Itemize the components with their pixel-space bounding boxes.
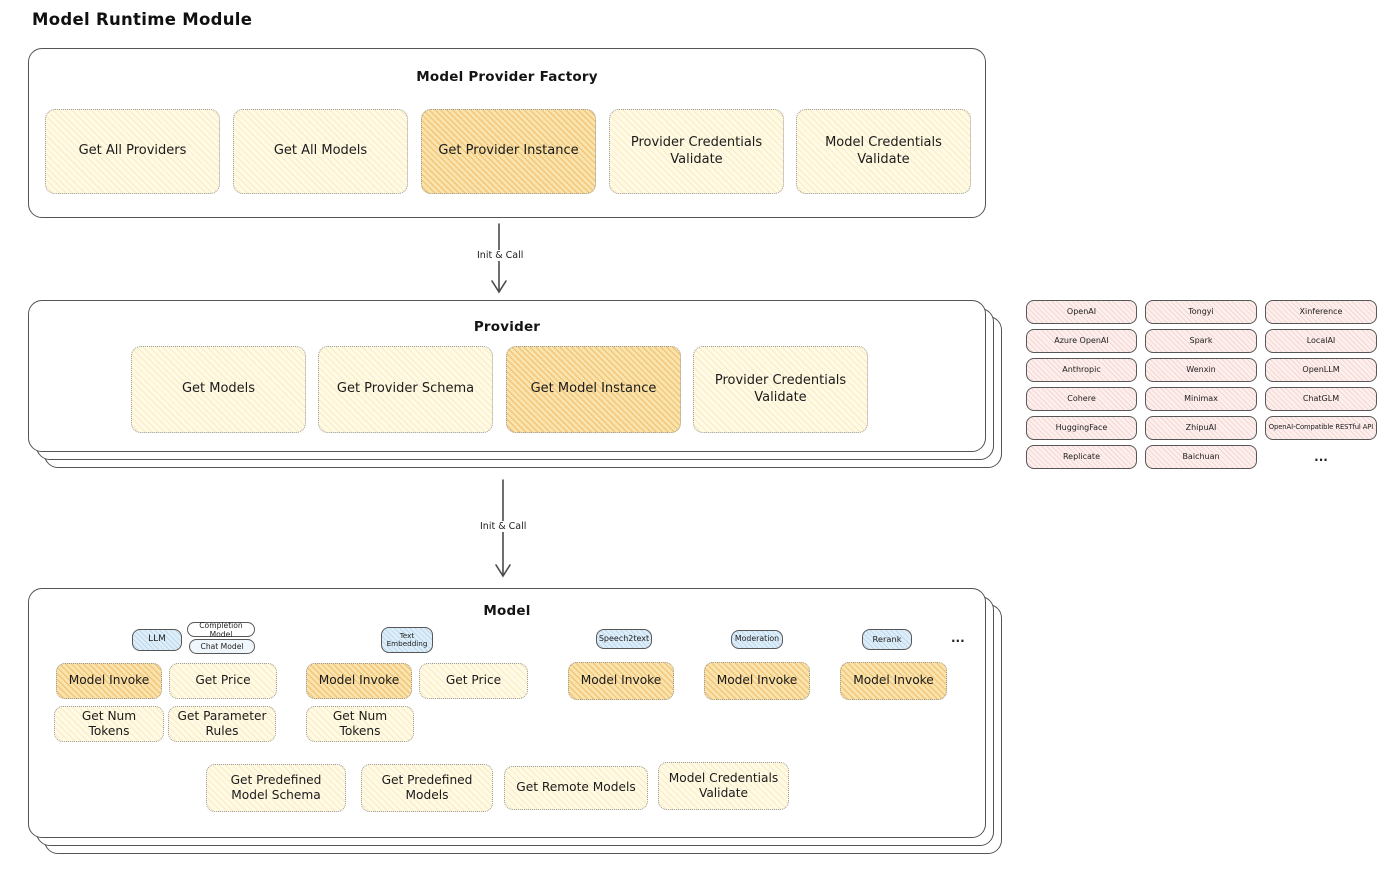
tab-more-ellipsis: ...	[951, 631, 965, 645]
vendor-more-ellipsis: ...	[1314, 450, 1328, 464]
tab-llm: LLM	[132, 629, 182, 651]
factory-provider-credentials-validate: Provider Credentials Validate	[609, 109, 784, 194]
speech2text-model-invoke: Model Invoke	[568, 662, 674, 700]
provider-vendor-grid: OpenAI Tongyi Xinference Azure OpenAI Sp…	[1026, 300, 1378, 469]
vendor-anthropic: Anthropic	[1026, 358, 1137, 382]
tab-llm-chat-model: Chat Model	[189, 639, 255, 654]
provider-get-provider-schema: Get Provider Schema	[318, 346, 493, 433]
vendor-spark: Spark	[1145, 329, 1257, 353]
vendor-azure-openai: Azure OpenAI	[1026, 329, 1137, 353]
rerank-model-invoke: Model Invoke	[840, 662, 947, 700]
tab-text-embedding: Text Embedding	[381, 627, 433, 653]
model-provider-factory-title: Model Provider Factory	[416, 69, 598, 85]
text-embedding-get-num-tokens: Get Num Tokens	[306, 706, 414, 742]
tab-speech2text: Speech2text	[596, 629, 652, 649]
llm-get-num-tokens: Get Num Tokens	[54, 706, 164, 742]
provider-panel: Provider Get Models Get Provider Schema …	[28, 300, 986, 452]
common-model-credentials-validate: Model Credentials Validate	[658, 762, 789, 810]
provider-get-model-instance: Get Model Instance	[506, 346, 681, 433]
vendor-baichuan: Baichuan	[1145, 445, 1257, 469]
model-panel: Model LLM Completion Model Chat Model Te…	[28, 588, 986, 838]
common-get-predefined-models: Get Predefined Models	[361, 764, 493, 812]
llm-get-parameter-rules: Get Parameter Rules	[168, 706, 276, 742]
tab-moderation: Moderation	[731, 630, 783, 649]
tab-rerank: Rerank	[862, 629, 912, 650]
vendor-openllm: OpenLLM	[1265, 358, 1377, 382]
vendor-huggingface: HuggingFace	[1026, 416, 1137, 440]
vendor-chatglm: ChatGLM	[1265, 387, 1377, 411]
text-embedding-get-price: Get Price	[419, 663, 528, 699]
factory-get-all-providers: Get All Providers	[45, 109, 220, 194]
provider-get-models: Get Models	[131, 346, 306, 433]
model-title: Model	[483, 603, 531, 619]
text-embedding-model-invoke: Model Invoke	[306, 663, 412, 699]
page-title: Model Runtime Module	[32, 10, 253, 29]
factory-get-provider-instance: Get Provider Instance	[421, 109, 596, 194]
vendor-xinference: Xinference	[1265, 300, 1377, 324]
tab-llm-completion-model: Completion Model	[187, 621, 255, 639]
vendor-openai-compatible-restful-api: OpenAI-Compatible RESTful API	[1265, 416, 1377, 440]
vendor-openai: OpenAI	[1026, 300, 1137, 324]
provider-title: Provider	[473, 319, 541, 335]
provider-provider-credentials-validate: Provider Credentials Validate	[693, 346, 868, 433]
vendor-replicate: Replicate	[1026, 445, 1137, 469]
vendor-wenxin: Wenxin	[1145, 358, 1257, 382]
vendor-zhipuai: ZhipuAI	[1145, 416, 1257, 440]
arrow-provider-to-model-label: Init & Call	[477, 521, 530, 532]
model-provider-factory-panel: Model Provider Factory Get All Providers…	[28, 48, 986, 218]
common-get-predefined-model-schema: Get Predefined Model Schema	[206, 764, 346, 812]
vendor-tongyi: Tongyi	[1145, 300, 1257, 324]
llm-model-invoke: Model Invoke	[56, 663, 162, 699]
vendor-localai: LocalAI	[1265, 329, 1377, 353]
arrow-factory-to-provider-label: Init & Call	[474, 250, 527, 261]
factory-get-all-models: Get All Models	[233, 109, 408, 194]
vendor-cohere: Cohere	[1026, 387, 1137, 411]
factory-model-credentials-validate: Model Credentials Validate	[796, 109, 971, 194]
vendor-minimax: Minimax	[1145, 387, 1257, 411]
llm-get-price: Get Price	[169, 663, 277, 699]
common-get-remote-models: Get Remote Models	[504, 766, 648, 810]
moderation-model-invoke: Model Invoke	[704, 662, 810, 700]
